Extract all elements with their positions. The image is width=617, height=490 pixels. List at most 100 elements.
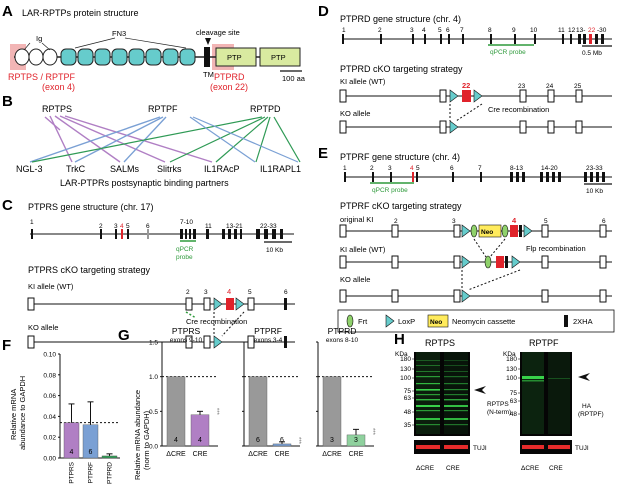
panel-label-g: G [118, 327, 130, 344]
exon-label: 7 [478, 165, 482, 172]
blot1-band [416, 389, 440, 391]
cre-label: Cre recombination [186, 317, 247, 326]
qpcr-label: qPCR [176, 246, 194, 253]
blot1-band [444, 418, 468, 420]
cre-label: Cre recombination [488, 105, 549, 114]
exon-label: 13-21 [226, 223, 243, 230]
partner-il1racp: IL1RAcP [204, 164, 240, 174]
frt-icon [346, 314, 354, 328]
exon-label: 22-33 [260, 223, 277, 230]
lane-label: ΔCRE [521, 465, 540, 472]
exon-label: 13- [576, 27, 585, 34]
kda-label-2: KDa [503, 351, 516, 358]
panel-label-b: B [2, 93, 13, 110]
g-bar [272, 443, 292, 447]
exon-label: 1 [343, 165, 347, 172]
panel-d-title: PTPRD gene structure (chr. 4) [340, 14, 461, 24]
exon-label: 25 [574, 83, 582, 90]
exon [115, 229, 117, 239]
panel-c: C PTPRS gene structure (chr. 17) 1 2 3 4… [2, 197, 295, 349]
loxp-icon [449, 89, 459, 103]
partner-il1rapl1: IL1RAPL1 [260, 164, 301, 174]
blot2-annot-1: HA [582, 403, 592, 410]
legend-ha: 2XHA [573, 317, 593, 326]
legend-box [337, 309, 615, 333]
g-ylabel-2: (norm to GAPDH) [142, 410, 151, 470]
receptor-rptpf: RPTPF [148, 104, 178, 114]
blot1-marker-label: 75 [404, 388, 412, 395]
exon-label: 4 [227, 287, 231, 296]
panel-f: F Relative mRNA abundance to GAPDH 0.000… [2, 337, 120, 484]
blot1-bands [416, 352, 468, 434]
exon4-label: (exon 4) [42, 82, 75, 92]
g-bar [322, 376, 342, 447]
panel-label-d: D [318, 3, 329, 20]
lane-label: CRE [446, 465, 460, 472]
ki-allele-label: KI allele (WT) [340, 77, 386, 86]
lane-label: CRE [549, 465, 563, 472]
fn3-label: FN3 [112, 29, 126, 38]
exon-label: 1 [30, 219, 34, 226]
scale-e-label: 10 Kb [586, 188, 603, 195]
f-category-label: PTPRF [88, 462, 95, 483]
exon-label: 6 [284, 289, 288, 296]
fn3-domains: FN3 [60, 29, 196, 66]
f-ylabel-2: abundance to GAPDH [18, 376, 27, 450]
blot2-band [522, 380, 544, 382]
blot1-band [444, 399, 468, 401]
blot2-marker-label: 63 [510, 398, 518, 405]
ig-domain [28, 48, 44, 66]
blot2-annot-2: (RPTPF) [578, 411, 604, 418]
exon-label: 8 [488, 27, 492, 34]
g-chart-subtitle: exons 3-4 [254, 337, 283, 344]
exon-label: 7-10 [180, 219, 193, 226]
cleavage-label: cleavage site [196, 28, 240, 37]
exon-label: 23-33 [586, 165, 603, 172]
exon-label: 7 [460, 27, 464, 34]
ko-allele-label: KO allele [28, 323, 58, 332]
ig-label: Ig [36, 34, 42, 43]
receptor-rptps: RPTPS [42, 104, 72, 114]
loxp-icon [213, 297, 223, 311]
ptprd-label: PTPRD [214, 72, 245, 82]
g-chart-title: PTPRD [328, 326, 357, 336]
exon-label: 4 [512, 216, 517, 225]
panel-e-subtitle: PTPRF cKO targeting strategy [340, 201, 462, 211]
exon-label: 8-13 [510, 165, 523, 172]
partner-trkc: TrkC [66, 164, 86, 174]
blot1-band [444, 424, 468, 426]
exon-label: 11 [205, 223, 212, 230]
g-category-label: ΔCRE [248, 451, 268, 458]
blot1-lane-smear [444, 352, 468, 434]
g-tick-label: 0.0 [149, 444, 158, 451]
loxp-icon [449, 120, 459, 134]
exon-label: 5 [438, 27, 442, 34]
fn3-domain [77, 48, 94, 66]
probe-label: probe [176, 254, 193, 261]
ptp2-label: PTP [271, 53, 286, 62]
blot2-marker-label: 180 [506, 356, 517, 363]
fn3-domain [94, 48, 111, 66]
blot1-band [416, 424, 440, 426]
panel-c-subtitle: PTPRS cKO targeting strategy [28, 265, 151, 275]
g-bar [248, 376, 268, 447]
exon-label: 3 [410, 27, 414, 34]
g-n-label: 6 [280, 437, 284, 444]
f-n-label: 6 [89, 449, 93, 456]
ki-allele-label: KI allele (WT) [340, 245, 386, 254]
ko-allele-label: KO allele [340, 109, 370, 118]
panel-label-h: H [394, 331, 405, 348]
kda-label-1: KDa [395, 351, 408, 358]
exon-label: 4 [410, 165, 414, 172]
ig-domain [14, 48, 30, 66]
exon-label: 3 [388, 165, 392, 172]
tuji-label-2: TUJI [575, 445, 589, 452]
exon-label: 5 [416, 165, 420, 172]
exon-red [121, 229, 123, 239]
panel-label-e: E [318, 145, 328, 162]
g-n-label: 4 [174, 437, 178, 444]
blot2-lane-smear [548, 352, 570, 434]
